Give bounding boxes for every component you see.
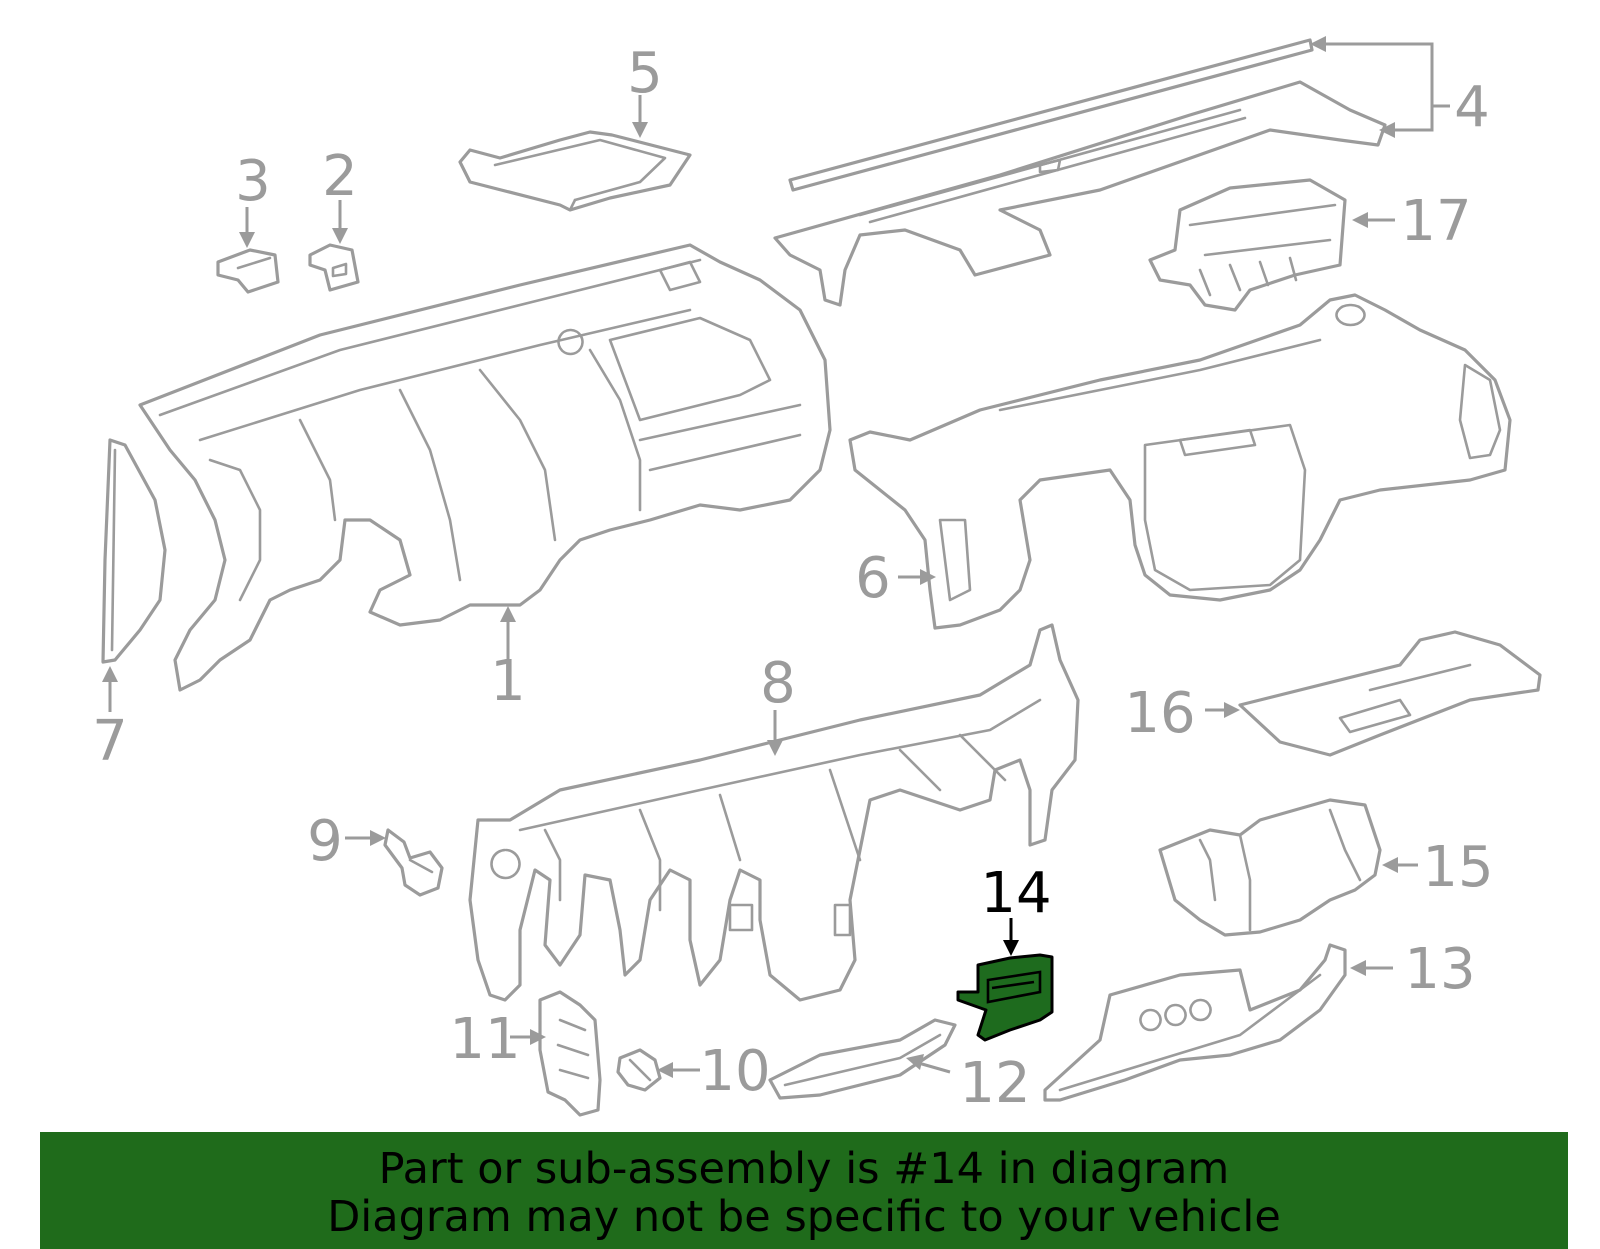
part-3-clip	[216, 248, 280, 294]
callout-11: 11	[449, 1007, 520, 1072]
callout-14: 14	[980, 861, 1051, 926]
part-10-bolt	[616, 1048, 662, 1092]
part-8-cross-car-beam	[468, 623, 1080, 1002]
callout-labels: 1 2 3 4 5 6 7 8 9 10 11 12 13 14 15 16 1…	[92, 41, 1493, 1116]
callout-13: 13	[1404, 937, 1475, 1002]
callout-15: 15	[1422, 835, 1493, 900]
banner-line-2: Diagram may not be specific to your vehi…	[327, 1192, 1281, 1242]
part-17-airbag-module	[1148, 178, 1347, 312]
callout-1: 1	[490, 649, 526, 714]
callout-7: 7	[92, 709, 128, 774]
callout-8: 8	[760, 651, 796, 716]
part-16-console-panel	[1238, 630, 1542, 757]
callout-10: 10	[699, 1039, 770, 1104]
part-1-instrument-panel-carrier	[138, 243, 832, 692]
part-7-side-panel	[101, 438, 167, 664]
part-14-highlighted	[956, 953, 1054, 1042]
part-11-bracket	[538, 990, 602, 1117]
leader-lines	[102, 36, 1450, 1078]
part-13-lower-trim	[1043, 943, 1347, 1102]
callout-12: 12	[959, 1051, 1030, 1116]
part-4-upper-trim-pad	[773, 38, 1387, 307]
info-banner: Part or sub-assembly is #14 in diagram D…	[40, 1132, 1568, 1249]
callout-9: 9	[307, 809, 343, 874]
callout-4: 4	[1454, 75, 1490, 140]
callout-6: 6	[855, 546, 891, 611]
part-12-bracket	[768, 1018, 957, 1100]
part-2-clip	[308, 243, 360, 292]
callout-3: 3	[235, 149, 271, 214]
banner-line-1: Part or sub-assembly is #14 in diagram	[378, 1144, 1230, 1194]
callout-5: 5	[627, 41, 663, 106]
part-5-tray	[458, 130, 692, 212]
part-9-bolt	[383, 828, 444, 897]
callout-16: 16	[1124, 681, 1195, 746]
part-15-glove-box-bin	[1158, 798, 1382, 937]
callout-17: 17	[1400, 189, 1471, 254]
callout-2: 2	[322, 144, 358, 209]
part-6-upper-trim	[848, 293, 1512, 630]
